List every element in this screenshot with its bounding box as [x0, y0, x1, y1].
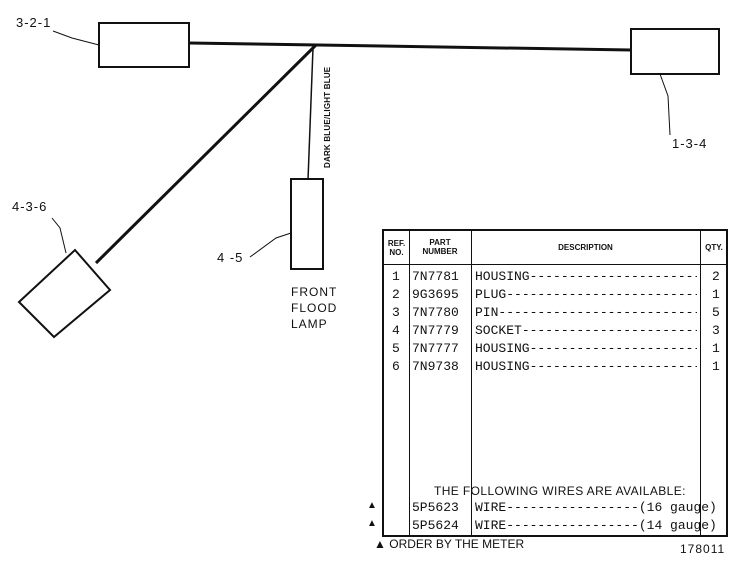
row-ref: 2	[392, 287, 400, 302]
row-ref: 1	[392, 269, 400, 284]
row-part-number: 7N7780	[412, 305, 459, 320]
row-ref: 4	[392, 323, 400, 338]
row-description-text: PLUG	[475, 287, 507, 302]
main-wire	[188, 41, 632, 52]
row-part-number: 7N7779	[412, 323, 459, 338]
lamp-label-line: LAMP	[291, 317, 328, 331]
leader-1-3-4	[659, 73, 671, 136]
table-divider	[700, 231, 701, 535]
dotted-leader: ----------------------------------------	[529, 269, 697, 284]
footnote: ▲ ORDER BY THE METER	[374, 537, 524, 551]
row-description: HOUSING---------------------------------…	[475, 268, 697, 286]
row-description: HOUSING---------------------------------…	[475, 340, 697, 358]
wire-gauge: (14 gauge)	[638, 518, 717, 533]
meter-marker-icon: ▲	[367, 500, 377, 511]
row-qty: 1	[712, 287, 720, 302]
lamp-label-line: FLOOD	[291, 301, 338, 315]
lamp-label-line: FRONT	[291, 285, 338, 299]
connector-box-4-3-6	[17, 248, 112, 339]
table-divider	[471, 231, 472, 535]
wire-description-text: WIRE	[475, 518, 507, 533]
row-description-text: HOUSING	[475, 269, 530, 284]
front-flood-lamp-box	[290, 178, 324, 270]
wire-description-text: WIRE	[475, 500, 507, 515]
callout-4-5: 4 -5	[217, 250, 244, 265]
dotted-leader: ----------------------------------------	[529, 359, 697, 374]
header-ref-line: REF.	[387, 239, 406, 248]
meter-marker-icon: ▲	[367, 518, 377, 529]
figure-number: 178011	[680, 542, 726, 556]
callout-4-3-6: 4-3-6	[12, 199, 48, 214]
row-description: PLUG------------------------------------…	[475, 286, 697, 304]
header-description: DESCRIPTION	[558, 243, 613, 252]
row-ref: 3	[392, 305, 400, 320]
row-part-number: 7N7777	[412, 341, 459, 356]
dotted-leader: -----------------	[506, 518, 639, 533]
header-part: PART NUMBER	[409, 238, 471, 256]
dotted-leader: ----------------------------------------	[498, 305, 697, 320]
wire-gauge: (16 gauge)	[638, 500, 717, 515]
row-qty: 3	[712, 323, 720, 338]
dotted-leader: ----------------------------------------	[521, 323, 697, 338]
front-flood-lamp-label: FRONT FLOOD LAMP	[291, 284, 337, 332]
branch-wire-flood-lamp	[307, 47, 314, 181]
row-part-number: 7N7781	[412, 269, 459, 284]
row-description: HOUSING---------------------------------…	[475, 358, 697, 376]
row-description-text: PIN	[475, 305, 499, 320]
meter-marker-icon: ▲	[374, 537, 386, 551]
connector-box-3-2-1	[98, 22, 190, 68]
row-ref: 6	[392, 359, 400, 374]
row-description-text: SOCKET	[475, 323, 522, 338]
table-header-divider	[384, 264, 726, 265]
wire-description: WIRE-----------------(14 gauge)	[475, 517, 717, 535]
wire-description: WIRE-----------------(16 gauge)	[475, 499, 717, 517]
leader-4-5	[249, 232, 292, 258]
row-part-number: 7N9738	[412, 359, 459, 374]
row-qty: 1	[712, 341, 720, 356]
header-part-line: NUMBER	[422, 247, 458, 256]
dotted-leader: -----------------	[506, 500, 639, 515]
footnote-text: ORDER BY THE METER	[389, 537, 525, 551]
header-ref-line: NO.	[389, 248, 404, 257]
table-divider	[409, 231, 410, 535]
dotted-leader: ----------------------------------------	[506, 287, 697, 302]
row-description-text: HOUSING	[475, 359, 530, 374]
callout-1-3-4: 1-3-4	[672, 136, 708, 151]
header-ref: REF. NO.	[384, 239, 409, 257]
row-description: SOCKET----------------------------------…	[475, 322, 697, 340]
row-ref: 5	[392, 341, 400, 356]
connector-box-1-3-4	[630, 28, 720, 75]
row-qty: 1	[712, 359, 720, 374]
row-qty: 2	[712, 269, 720, 284]
leader-4-3-6	[51, 217, 67, 254]
wire-part-number: 5P5623	[412, 500, 459, 515]
wire-color-label: DARK BLUE/LIGHT BLUE	[323, 66, 332, 168]
row-part-number: 9G3695	[412, 287, 459, 302]
row-qty: 5	[712, 305, 720, 320]
wire-part-number: 5P5624	[412, 518, 459, 533]
header-qty: QTY.	[705, 243, 723, 252]
header-part-line: PART	[429, 238, 451, 247]
dotted-leader: ----------------------------------------	[529, 341, 697, 356]
row-description-text: HOUSING	[475, 341, 530, 356]
row-description: PIN-------------------------------------…	[475, 304, 697, 322]
leader-3-2-1	[52, 30, 100, 46]
branch-wire-4-3-6	[94, 43, 318, 265]
following-wires-text: THE FOLLOWING WIRES ARE AVAILABLE:	[434, 484, 686, 498]
callout-3-2-1: 3-2-1	[16, 15, 52, 30]
